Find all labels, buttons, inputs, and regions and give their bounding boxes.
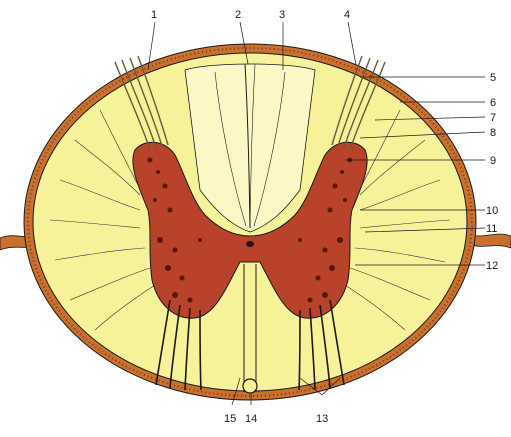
label-6: 6 [490,97,496,109]
label-2: 2 [235,9,241,21]
label-11: 11 [486,223,497,235]
label-1: 1 [151,9,157,21]
central-canal [246,241,254,247]
label-4: 4 [344,9,350,21]
label-14: 14 [245,413,257,425]
label-5: 5 [490,72,496,84]
label-7: 7 [490,112,496,124]
label-3: 3 [279,9,285,21]
label-13: 13 [316,413,328,425]
label-8: 8 [490,127,496,139]
label-15: 15 [224,413,236,425]
label-10: 10 [486,205,498,217]
label-12: 12 [486,260,498,272]
anterior-spinal-artery [243,379,257,393]
label-9: 9 [490,155,496,167]
